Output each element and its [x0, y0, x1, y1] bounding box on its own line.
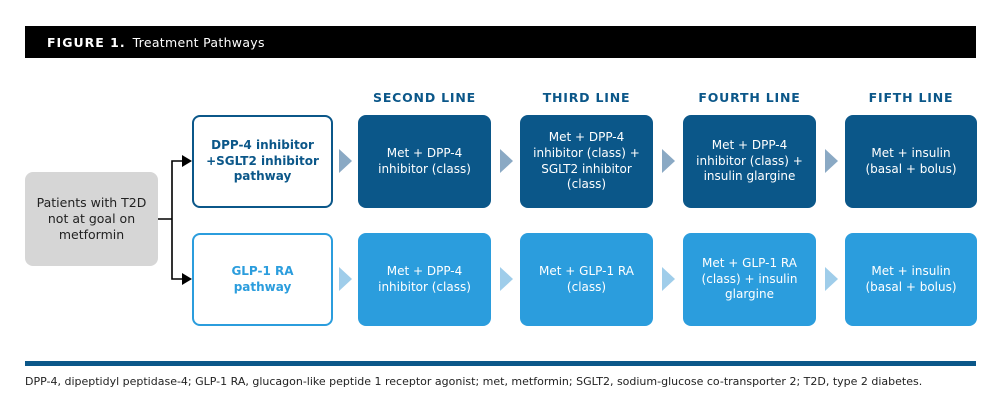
flow-arrow-icon — [500, 149, 513, 173]
step-bottom-fifth-line: Met + insulin (basal + bolus) — [845, 233, 977, 326]
flow-arrow-icon — [662, 267, 675, 291]
figure-label: FIGURE 1. — [47, 34, 126, 50]
start-node-label: Patients with T2D not at goal on metform… — [36, 194, 147, 243]
step-label: Met + DPP-4 inhibitor (class) + SGLT2 in… — [533, 130, 640, 192]
column-header-third-line: THIRD LINE — [542, 90, 631, 105]
step-label: Met + DPP-4 inhibitor (class) — [378, 145, 471, 176]
flow-arrow-icon — [339, 149, 352, 173]
step-bottom-second-line: Met + DPP-4 inhibitor (class) — [358, 233, 491, 326]
branch-arrow-top — [182, 155, 192, 167]
step-top-fourth-line: Met + DPP-4 inhibitor (class) + insulin … — [683, 115, 816, 208]
start-node: Patients with T2D not at goal on metform… — [25, 172, 158, 266]
flow-arrow-icon — [662, 149, 675, 173]
step-bottom-fourth-line: Met + GLP-1 RA (class) + insulin glargin… — [683, 233, 816, 326]
step-top-second-line: Met + DPP-4 inhibitor (class) — [358, 115, 491, 208]
pathway-node-glp1-ra: GLP-1 RA pathway — [192, 233, 333, 326]
step-bottom-third-line: Met + GLP-1 RA (class) — [520, 233, 653, 326]
pathway-node-label: GLP-1 RA pathway — [231, 263, 294, 294]
column-header-second-line: SECOND LINE — [373, 90, 476, 105]
step-label: Met + insulin (basal + bolus) — [865, 263, 957, 294]
pathway-node-label: DPP-4 inhibitor +SGLT2 inhibitor pathway — [206, 138, 319, 184]
figure-title-bar: FIGURE 1. Treatment Pathways — [25, 26, 976, 58]
branch-lines — [158, 160, 182, 280]
step-top-fifth-line: Met + insulin (basal + bolus) — [845, 115, 977, 208]
step-label: Met + GLP-1 RA (class) — [539, 263, 634, 294]
column-header-fifth-line: FIFTH LINE — [868, 90, 954, 105]
flow-arrow-icon — [339, 267, 352, 291]
step-label: Met + DPP-4 inhibitor (class) + insulin … — [696, 138, 803, 184]
column-header-fourth-line: FOURTH LINE — [698, 90, 801, 105]
branch-arrow-bottom — [182, 273, 192, 285]
footer-divider — [25, 361, 976, 366]
step-label: Met + DPP-4 inhibitor (class) — [378, 263, 471, 294]
flow-arrow-icon — [500, 267, 513, 291]
flow-arrow-icon — [825, 267, 838, 291]
step-top-third-line: Met + DPP-4 inhibitor (class) + SGLT2 in… — [520, 115, 653, 208]
step-label: Met + GLP-1 RA (class) + insulin glargin… — [701, 256, 798, 302]
step-label: Met + insulin (basal + bolus) — [865, 145, 957, 176]
flow-arrow-icon — [825, 149, 838, 173]
figure-title: Treatment Pathways — [132, 34, 265, 50]
pathway-node-dpp4-sglt2: DPP-4 inhibitor +SGLT2 inhibitor pathway — [192, 115, 333, 208]
footnote: DPP-4, dipeptidyl peptidase-4; GLP-1 RA,… — [25, 375, 923, 388]
